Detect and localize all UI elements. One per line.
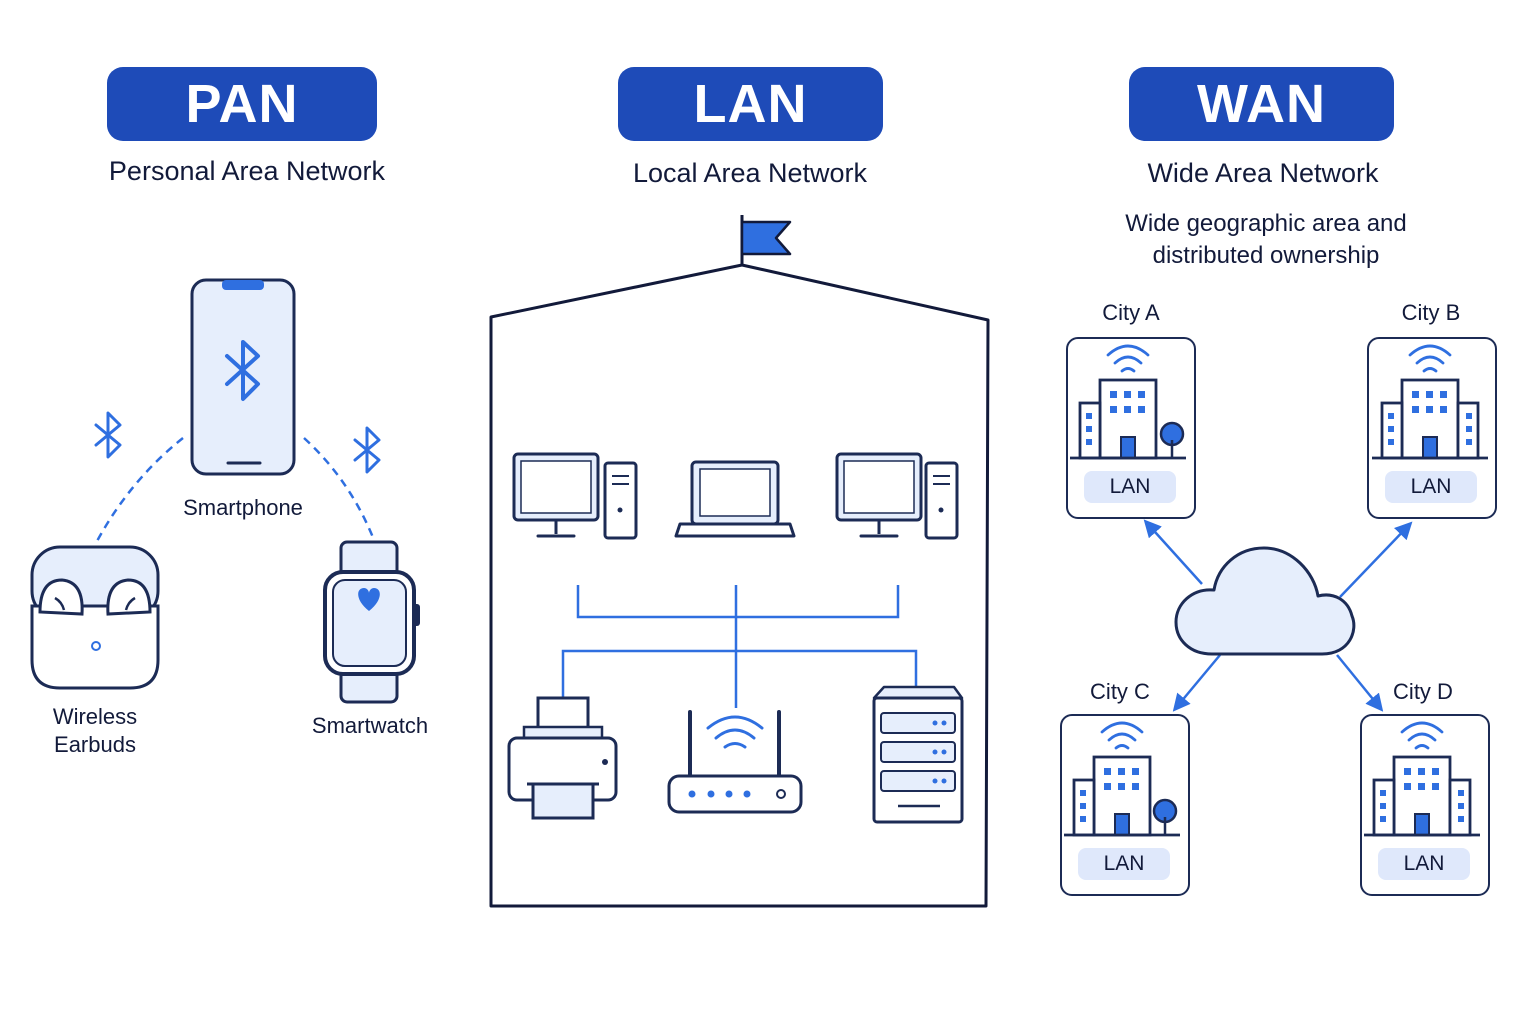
desktop-computer-icon (512, 452, 638, 540)
city-b-lan-badge: LAN (1385, 471, 1477, 503)
bluetooth-icon (94, 411, 122, 459)
earbuds-label-line1: Wireless (52, 704, 138, 729)
access-point-label: Wireless Access Point (650, 827, 825, 883)
server-icon (872, 685, 964, 824)
wifi-icon (706, 715, 764, 749)
wireless-router-icon (667, 710, 803, 814)
smartwatch-label: Smartwatch (311, 713, 429, 738)
arrow-to-city-c (1172, 654, 1221, 712)
lan-description: Owned and managed by one organisation (558, 364, 918, 428)
bluetooth-icon (353, 426, 381, 474)
earbuds-label-line2: Earbuds (54, 732, 136, 757)
city-a-card: LAN (1066, 337, 1196, 519)
flag-icon (740, 215, 792, 265)
access-point-label-line1: Wireless (695, 828, 780, 853)
watch-heart-rate: 120 (347, 614, 392, 644)
bluetooth-icon (225, 340, 260, 401)
pan-subtitle: Personal Area Network (108, 156, 386, 186)
city-d-lan-badge: LAN (1378, 848, 1470, 880)
wan-description-line2: distributed ownership (1152, 242, 1380, 269)
city-a-lan-badge: LAN (1084, 471, 1176, 503)
wan-subtitle: Wide Area Network (1147, 158, 1379, 188)
city-b-card: LAN (1367, 337, 1497, 519)
lan-description-line2: one organisation (649, 398, 827, 425)
server-label: Server (882, 828, 948, 853)
city-c-name: City C (1090, 679, 1150, 704)
printer-label: Printer (527, 828, 593, 853)
building-label: School / Office Building (573, 312, 907, 360)
watch-unit: BPM (353, 645, 386, 661)
smartphone-icon (190, 278, 296, 476)
city-d-name: City D (1393, 679, 1453, 704)
earbuds-icon (30, 545, 160, 690)
earbuds-label: Wireless Earbuds (20, 703, 170, 759)
smartphone-label: Smartphone (183, 495, 303, 520)
wan-description: Wide geographic area and distributed own… (1086, 208, 1446, 272)
wan-heading: WAN (1129, 67, 1394, 141)
city-d-card: LAN (1360, 714, 1490, 896)
laptop-icon (674, 460, 796, 538)
wan-description-line1: Wide geographic area and (1125, 210, 1407, 237)
desktop-computer-icon (835, 452, 959, 540)
lan-wiring (561, 585, 918, 708)
computer-1-label: Computer 1 (517, 551, 633, 576)
computer-2-label: Computer 2 (675, 551, 791, 576)
bluetooth-link-earbuds (94, 437, 184, 544)
pan-heading: PAN (107, 67, 377, 141)
computer-3-label: Computer 3 (838, 551, 954, 576)
access-point-label-line2: Access Point (673, 856, 802, 881)
lan-description-line1: Owned and managed by (607, 366, 869, 393)
printer-icon (507, 696, 618, 820)
city-a-name: City A (1102, 300, 1160, 325)
city-c-card: LAN (1060, 714, 1190, 896)
bluetooth-link-watch (303, 437, 376, 541)
arrow-to-city-a (1143, 519, 1203, 585)
city-c-lan-badge: LAN (1078, 848, 1170, 880)
city-b-name: City B (1401, 300, 1461, 325)
lan-subtitle: Local Area Network (632, 158, 868, 188)
internet-label: Internet (1219, 600, 1315, 631)
lan-heading: LAN (618, 67, 883, 141)
arrow-to-city-b (1339, 521, 1413, 598)
building-outline (489, 263, 990, 908)
